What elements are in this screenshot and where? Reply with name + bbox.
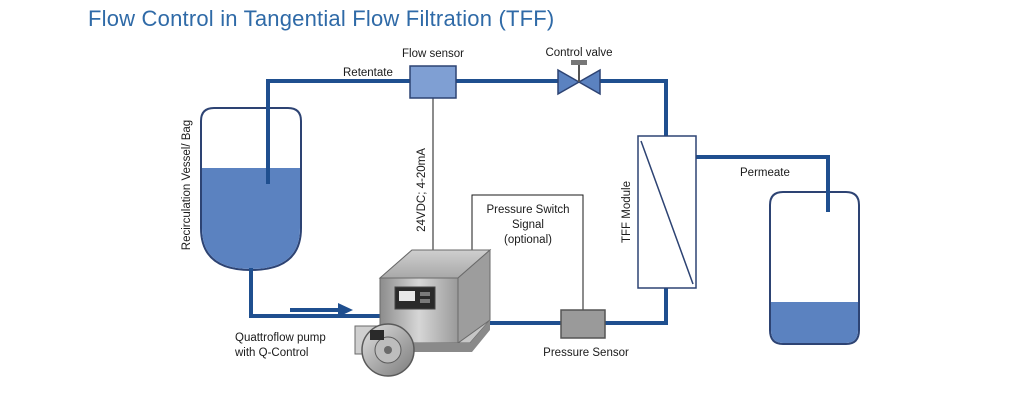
flow-sensor-label: Flow sensor bbox=[402, 48, 464, 60]
retentate-label: Retentate bbox=[343, 67, 393, 79]
tff-module bbox=[637, 135, 697, 289]
pump-label-line2: with Q-Control bbox=[234, 347, 309, 359]
pipe-valve-to-tff bbox=[598, 79, 668, 138]
vessel-liquid bbox=[202, 168, 300, 269]
pipes bbox=[249, 79, 830, 325]
pressure-sensor-box bbox=[560, 309, 606, 339]
recirculation-vessel bbox=[200, 107, 302, 272]
quattroflow-pump bbox=[354, 248, 492, 377]
pipe-permeate bbox=[694, 155, 830, 212]
pressure-switch-label-line2: Signal bbox=[512, 219, 544, 231]
pipe-retentate-return bbox=[266, 79, 412, 184]
control-valve-label: Control valve bbox=[545, 47, 612, 59]
permeate-label: Permeate bbox=[740, 167, 790, 179]
diagram-title: Flow Control in Tangential Flow Filtrati… bbox=[88, 6, 555, 31]
recirculation-vessel-label: Recirculation Vessel/ Bag bbox=[181, 120, 193, 250]
signal-line-label: 24VDC; 4-20mA bbox=[416, 148, 428, 232]
pipe-vessel-to-pump bbox=[249, 268, 382, 318]
flow-sensor-box bbox=[409, 65, 457, 99]
pressure-switch-label-line1: Pressure Switch bbox=[486, 204, 569, 216]
permeate-vessel bbox=[769, 191, 860, 345]
flow-direction-arrow bbox=[290, 303, 353, 317]
permeate-liquid bbox=[771, 302, 858, 343]
tff-module-label: TFF Module bbox=[621, 181, 633, 243]
pressure-sensor-label: Pressure Sensor bbox=[543, 347, 629, 359]
pipe-tff-to-pressure-sensor bbox=[603, 286, 668, 325]
control-valve bbox=[557, 60, 601, 96]
pressure-switch-label-line3: (optional) bbox=[504, 234, 552, 246]
pump-label-line1: Quattroflow pump bbox=[235, 332, 326, 344]
pressure-switch-signal-line bbox=[471, 194, 584, 310]
signal-lines bbox=[432, 97, 584, 310]
